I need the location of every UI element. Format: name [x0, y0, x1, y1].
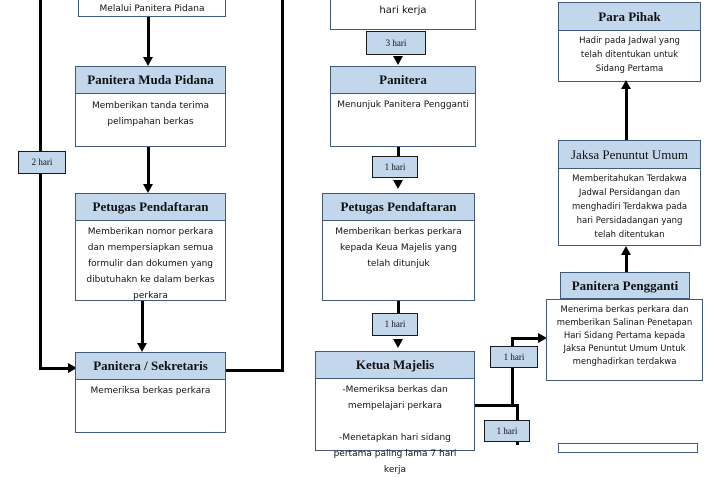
box-petugas-pendaftaran-left: Petugas Pendaftaran Memberikan nomor per…	[75, 193, 226, 301]
arrow-up-icon	[621, 80, 631, 89]
box-text: Memberitahukan Terdakwa Jadwal Persidang…	[571, 174, 688, 240]
box-title: Panitera / Sekretaris	[76, 353, 225, 380]
arrow-right-icon	[538, 333, 547, 343]
box-title: Petugas Pendaftaran	[323, 194, 474, 221]
right-loop-bottom	[224, 369, 284, 372]
box-panitera-muda-pidana: Panitera Muda Pidana Memberikan tanda te…	[75, 66, 226, 147]
box-ketua-majelis: Ketua Majelis -Memeriksa berkas dan memp…	[315, 351, 475, 475]
top-box-middle: hari kerja	[330, 0, 476, 30]
left-loop-line	[39, 0, 42, 370]
box-title: Petugas Pendaftaran	[76, 194, 225, 221]
left-loop-bottom	[39, 367, 71, 370]
connector	[511, 337, 541, 340]
duration-tag-3-hari: 3 hari	[366, 31, 426, 55]
box-title: Panitera Pengganti	[560, 272, 690, 299]
arrow-down-icon	[143, 57, 153, 66]
box-jaksa-penuntut-umum: Jaksa Penuntut Umum Memberitahukan Terda…	[558, 140, 701, 246]
arrow-down-icon	[393, 339, 403, 348]
duration-tag-2-hari: 2 hari	[18, 151, 66, 174]
box-title: Panitera	[331, 67, 475, 94]
connector	[511, 337, 514, 405]
top-box-left: Melalui Panitera Pidana	[78, 0, 226, 17]
arrow-down-icon	[393, 180, 403, 189]
connector	[141, 301, 144, 344]
box-panitera-sekretaris: Panitera / Sekretaris Memeriksa berkas p…	[75, 352, 226, 433]
connector	[147, 147, 150, 185]
box-title: Jaksa Penuntut Umum	[559, 141, 700, 169]
connector	[625, 88, 628, 140]
top-box-middle-text: hari kerja	[379, 5, 427, 16]
box-text: Memeriksa berkas perkara	[90, 386, 211, 396]
arrow-down-icon	[143, 184, 153, 193]
connector	[397, 147, 400, 157]
box-panitera-pengganti: Panitera Pengganti Menerima berkas perka…	[546, 272, 703, 381]
box-text: Memberikan berkas perkara kepada Keua Ma…	[335, 227, 462, 269]
box-text: Menerima berkas perkara dan memberikan S…	[556, 305, 693, 367]
arrow-up-icon	[621, 246, 631, 255]
box-text: Memberikan nomor perkara dan mempersiapk…	[86, 227, 215, 301]
box-title: Panitera Muda Pidana	[76, 67, 225, 94]
box-para-pihak: Para Pihak Hadir pada Jadwal yang telah …	[558, 2, 701, 82]
duration-tag-1-hari: 1 hari	[490, 346, 538, 368]
arrow-into-sekretaris	[68, 363, 77, 373]
connector	[475, 404, 519, 407]
arrow-down-icon	[137, 343, 147, 352]
top-box-left-text: Melalui Panitera Pidana	[99, 4, 205, 14]
box-title: Para Pihak	[559, 3, 700, 31]
connector	[147, 17, 150, 59]
duration-tag-1-hari: 1 hari	[372, 313, 418, 336]
box-text: Menunjuk Panitera Pengganti	[337, 100, 469, 110]
connector	[625, 254, 628, 272]
box-petugas-pendaftaran-middle: Petugas Pendaftaran Memberikan berkas pe…	[322, 193, 475, 301]
box-text: -Memeriksa berkas dan mempelajari perkar…	[333, 385, 457, 475]
box-panitera: Panitera Menunjuk Panitera Pengganti	[330, 66, 476, 147]
right-loop-line	[281, 0, 284, 372]
connector	[397, 301, 400, 314]
arrow-down-icon	[393, 56, 403, 65]
box-body: Menerima berkas perkara dan memberikan S…	[546, 299, 703, 381]
box-text: Hadir pada Jadwal yang telah ditentukan …	[579, 36, 680, 74]
box-title: Ketua Majelis	[316, 352, 474, 379]
box-text: Memberikan tanda terima pelimpahan berka…	[91, 101, 210, 127]
duration-tag-1-hari: 1 hari	[372, 156, 418, 178]
duration-tag-1-hari: 1 hari	[484, 420, 530, 442]
